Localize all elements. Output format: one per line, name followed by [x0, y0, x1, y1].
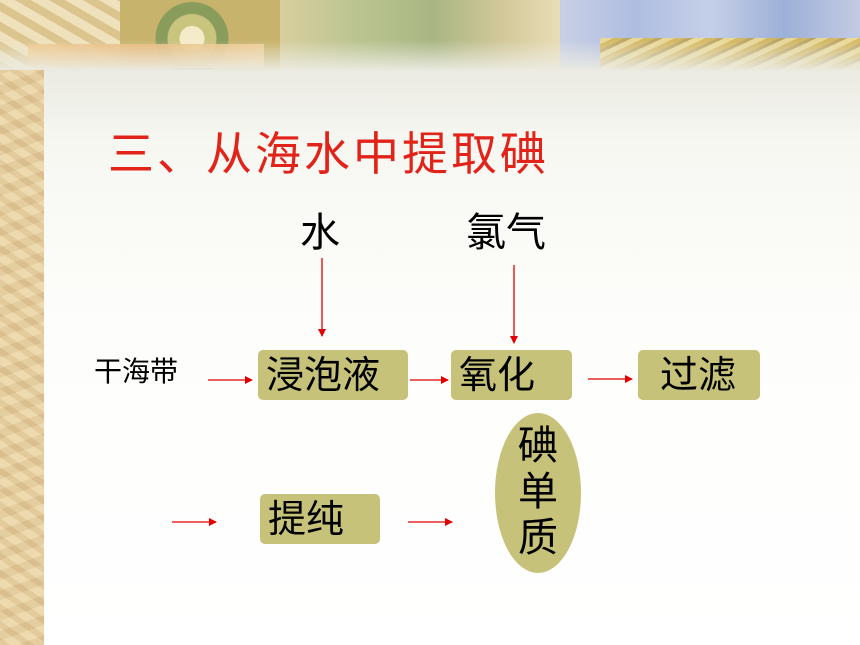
parchment-border — [0, 0, 44, 645]
product-iodine-label: 碘 单 质 — [518, 423, 558, 561]
step-soak-box: 浸泡液 — [258, 350, 408, 400]
decorative-banner — [0, 0, 860, 70]
step-purify-label: 提纯 — [268, 497, 345, 541]
start-kelp-label: 干海带 — [94, 355, 179, 388]
step-purify-box: 提纯 — [260, 494, 380, 544]
step-filter-label: 过滤 — [660, 353, 737, 397]
input-chlorine-label: 氯气 — [466, 210, 546, 256]
step-filter-box: 过滤 — [638, 350, 760, 400]
step-oxidize-box: 氧化 — [451, 350, 572, 400]
step-soak-label: 浸泡液 — [266, 353, 381, 397]
product-iodine-ellipse: 碘 单 质 — [495, 413, 581, 573]
step-oxidize-label: 氧化 — [459, 353, 536, 397]
input-water-label: 水 — [300, 210, 340, 256]
slide-title: 三、从海水中提取碘 — [108, 127, 549, 181]
